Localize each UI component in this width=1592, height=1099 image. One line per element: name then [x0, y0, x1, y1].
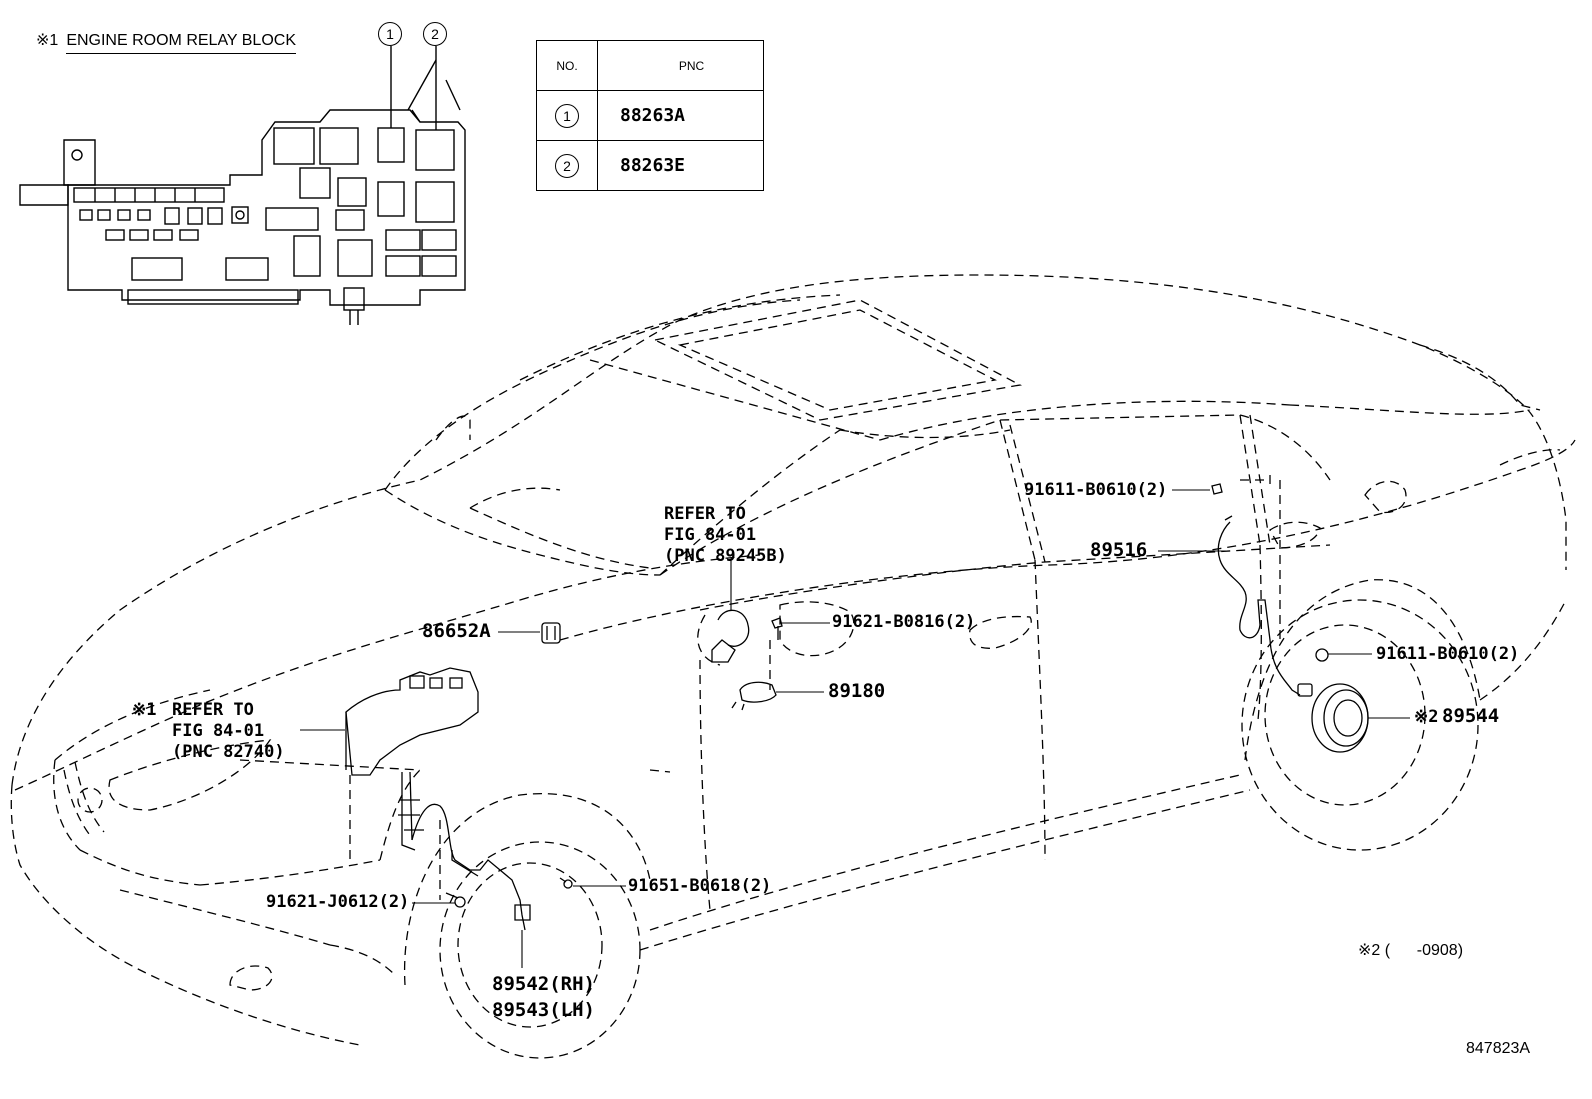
part-89180: 89180: [828, 680, 886, 702]
table-header-row: NO. PNC: [536, 40, 764, 91]
part-89542-rh: 89542(RH): [492, 973, 595, 995]
col-no-header: NO.: [536, 40, 598, 91]
refer-line-2: FIG 84-01: [664, 525, 757, 545]
part-86652A: 86652A: [422, 620, 491, 642]
refer2-line-3: (PNC 82740): [172, 742, 285, 762]
leader-lines: [300, 489, 1410, 968]
callout-2: 2: [423, 22, 447, 46]
part-91621-J0612: 91621-J0612(2): [266, 892, 410, 912]
row-no: 2: [555, 153, 579, 178]
relay-block-heading: ※1 ENGINE ROOM RELAY BLOCK: [36, 30, 296, 54]
part-91621-B0816: 91621-B0816(2): [832, 612, 976, 632]
refer2-line-2: FIG 84-01: [172, 721, 265, 741]
row-pnc: 88263A: [597, 90, 764, 141]
pnc-table: NO. PNC 1 88263A 2 88263E: [536, 40, 764, 191]
note-mark: ※1: [36, 32, 59, 49]
refer-line-3: (PNC 89245B): [664, 546, 787, 566]
col-pnc-header: PNC: [597, 40, 764, 91]
table-row: 2 88263E: [536, 140, 764, 191]
row-pnc: 88263E: [597, 140, 764, 191]
footnote: ※2 ( -0908): [1358, 940, 1463, 960]
part-89544: 89544: [1442, 705, 1500, 727]
component-parts: [345, 483, 1369, 931]
relay-block-drawing: [19, 59, 466, 325]
part-91651-B0618: 91651-B0618(2): [628, 876, 772, 896]
relay-block-title: ENGINE ROOM RELAY BLOCK: [66, 32, 296, 54]
vehicle-outline: [10, 274, 1576, 1059]
part-89543-lh: 89543(LH): [492, 999, 595, 1021]
footnote-text: ( -0908): [1384, 942, 1464, 959]
part-89544-mark: ※2: [1414, 707, 1439, 727]
callout-1: 1: [378, 22, 402, 46]
refer2-mark: ※1: [132, 700, 157, 720]
figure-id: 847823A: [1466, 1040, 1531, 1057]
part-89516: 89516: [1090, 539, 1148, 561]
row-no: 1: [555, 103, 579, 128]
part-91611-B0610-right: 91611-B0610(2): [1376, 644, 1520, 664]
table-row: 1 88263A: [536, 90, 764, 141]
part-91611-B0610-top: 91611-B0610(2): [1024, 480, 1168, 500]
refer2-line-1: REFER TO: [172, 700, 254, 720]
refer-line-1: REFER TO: [664, 504, 746, 524]
footnote-mark: ※2: [1358, 942, 1381, 959]
